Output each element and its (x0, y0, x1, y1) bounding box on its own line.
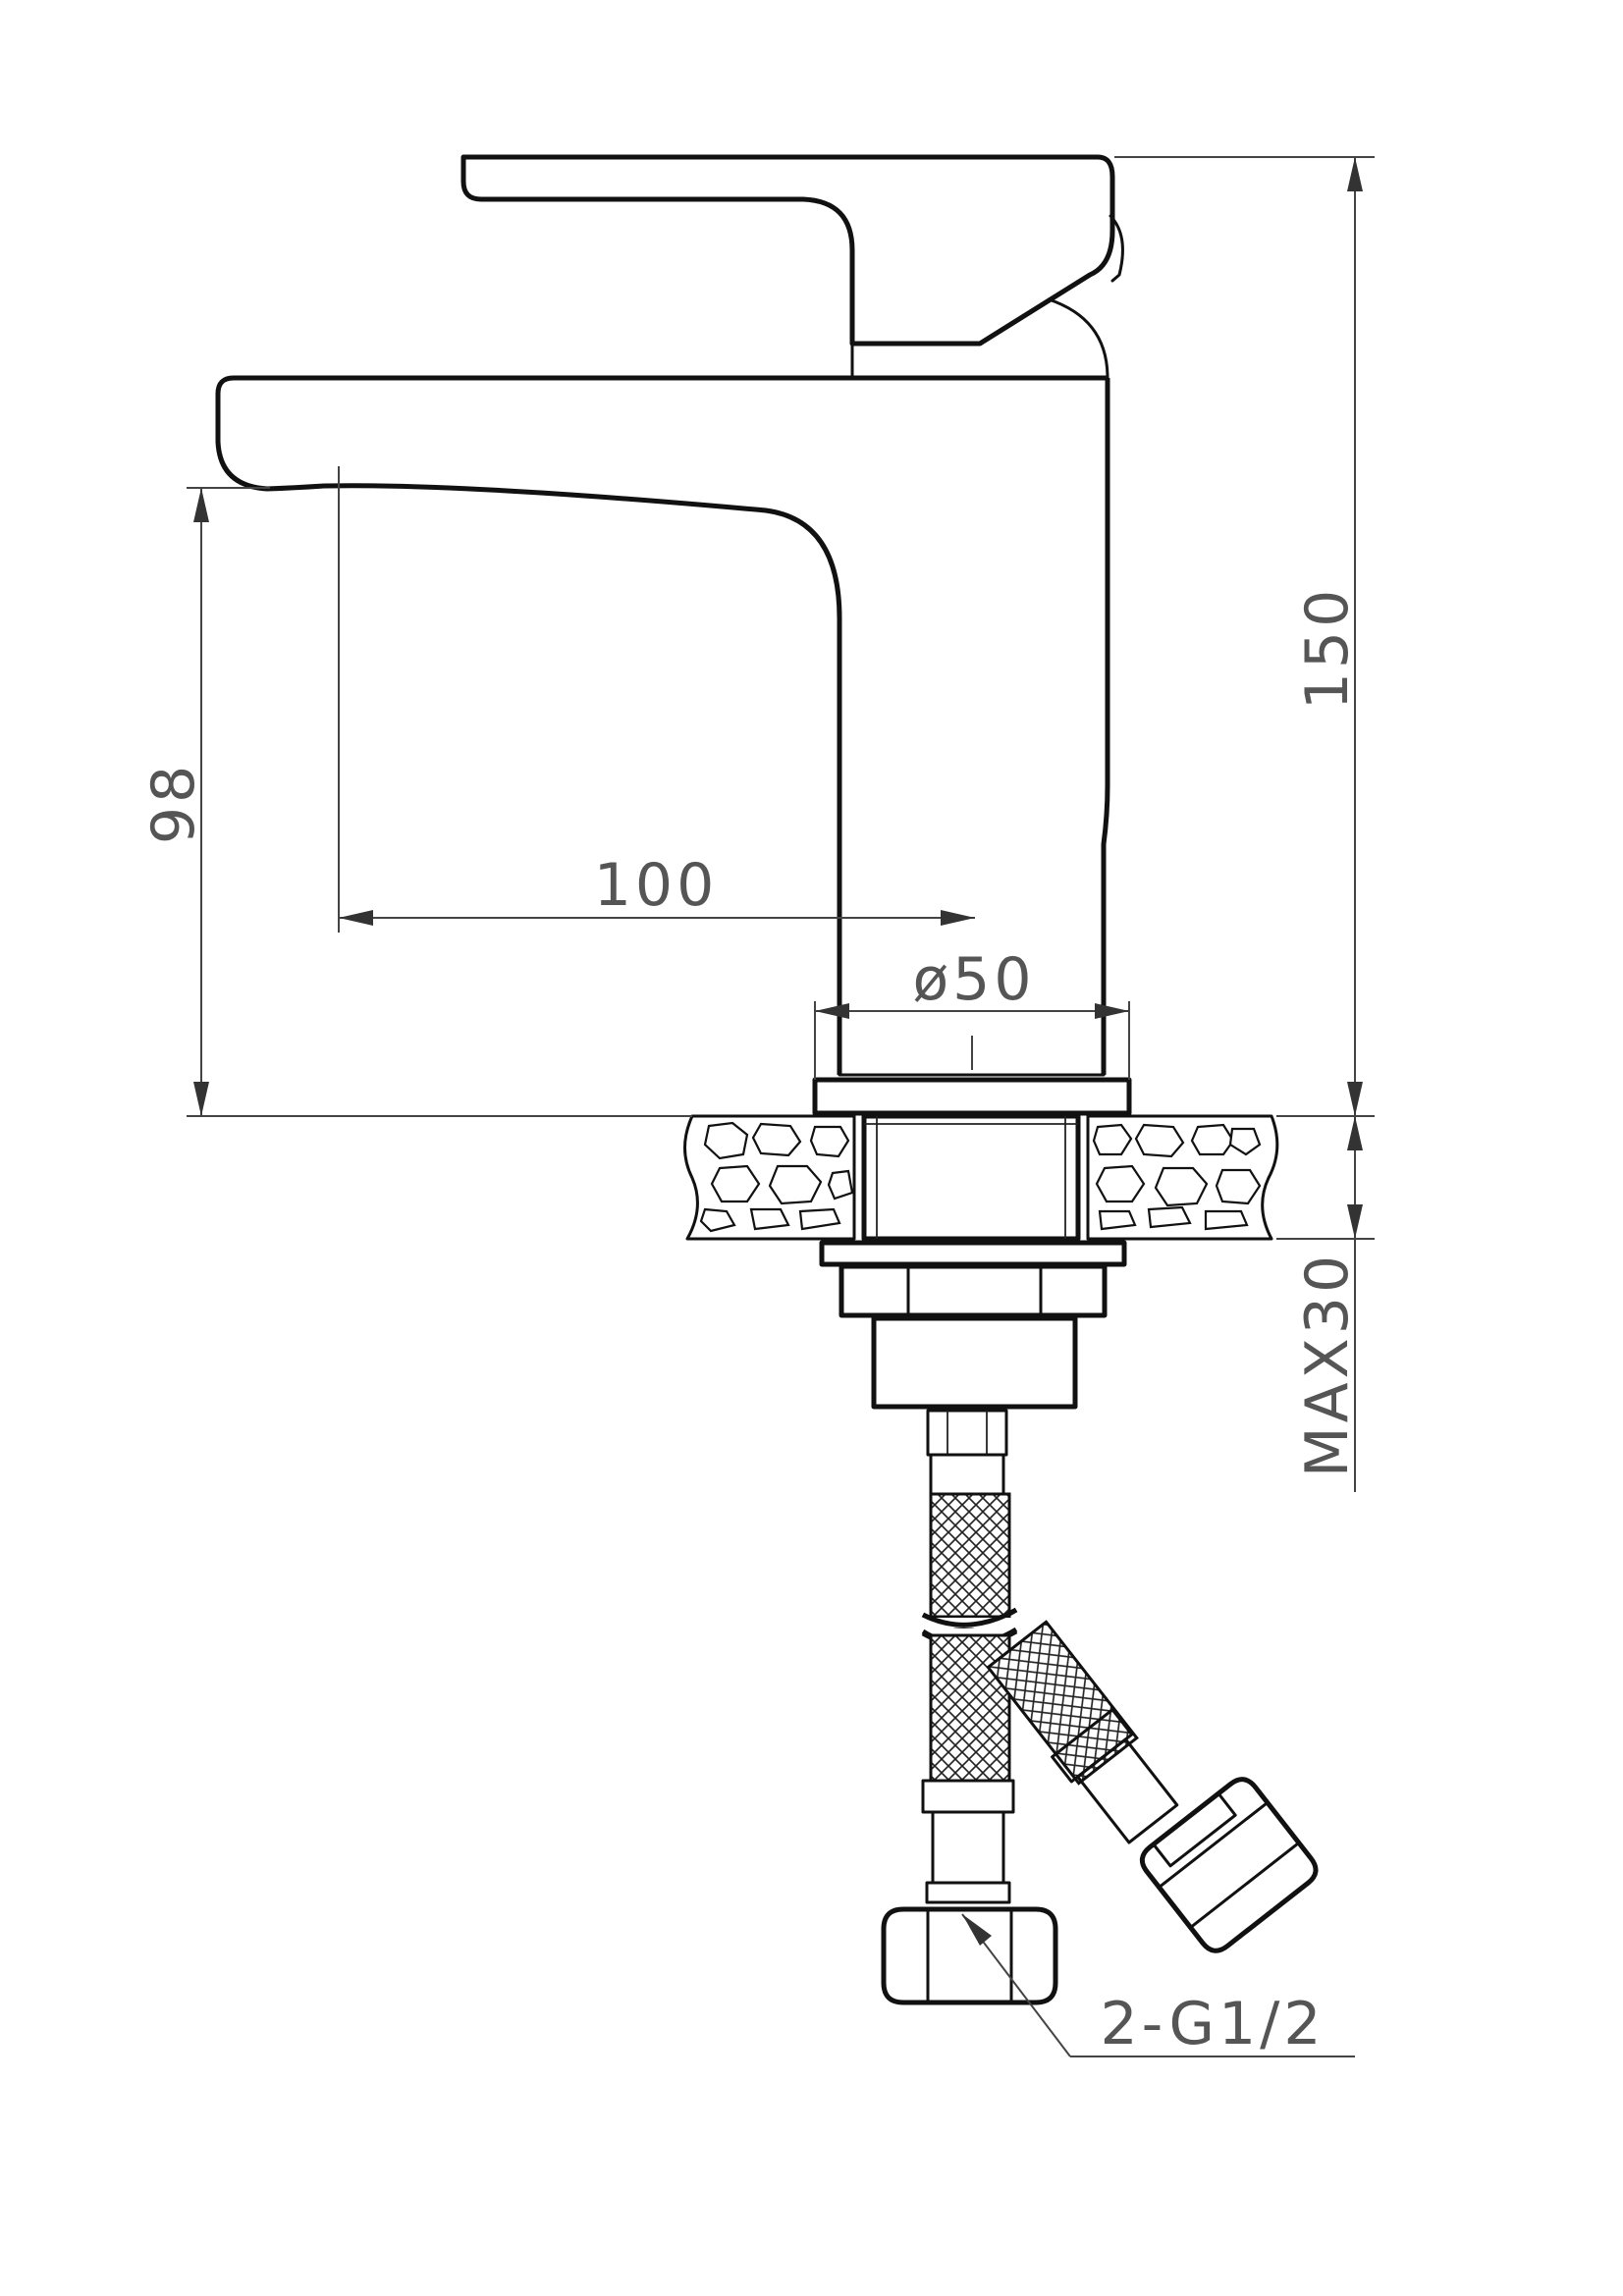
top-flange (812, 1077, 1132, 1116)
angled-hose (986, 1620, 1139, 1786)
cartridge-neck (1047, 297, 1109, 380)
dim-connection: 2-G1/2 (1100, 1990, 1325, 2058)
lower-stem (871, 1315, 1078, 1410)
dim-base-diameter: ø50 (912, 945, 1035, 1014)
dim-spout-height: 98 (139, 762, 208, 844)
dim-spout-reach: 100 (594, 851, 719, 920)
dimensions: 150 MAX30 98 100 ø50 2-G1/2 (139, 156, 1375, 2058)
dim-height-total: 150 (1293, 586, 1362, 711)
spout (215, 375, 1108, 1075)
mounting-nut (839, 1263, 1108, 1318)
mounting-assembly (683, 1077, 1279, 1410)
handle-knob (1109, 214, 1124, 283)
dim-max-thickness: MAX30 (1293, 1252, 1362, 1477)
countertop-left (683, 1114, 856, 1241)
lever-handle (460, 154, 1115, 347)
stone-texture-right (1092, 1123, 1262, 1231)
hex-nut-angled (1139, 1777, 1319, 1953)
threaded-shank (861, 1113, 1081, 1242)
countertop-right (1086, 1114, 1279, 1241)
body-right-side (1101, 378, 1110, 1075)
hex-nut-vertical (881, 1906, 1058, 2005)
supply-hoses (881, 1409, 1319, 2005)
stone-texture-left (699, 1121, 854, 1233)
faucet-body (215, 154, 1124, 1077)
braided-hose-lower (929, 1633, 1011, 1783)
washer (819, 1240, 1127, 1267)
braided-hose-upper (929, 1492, 1011, 1619)
